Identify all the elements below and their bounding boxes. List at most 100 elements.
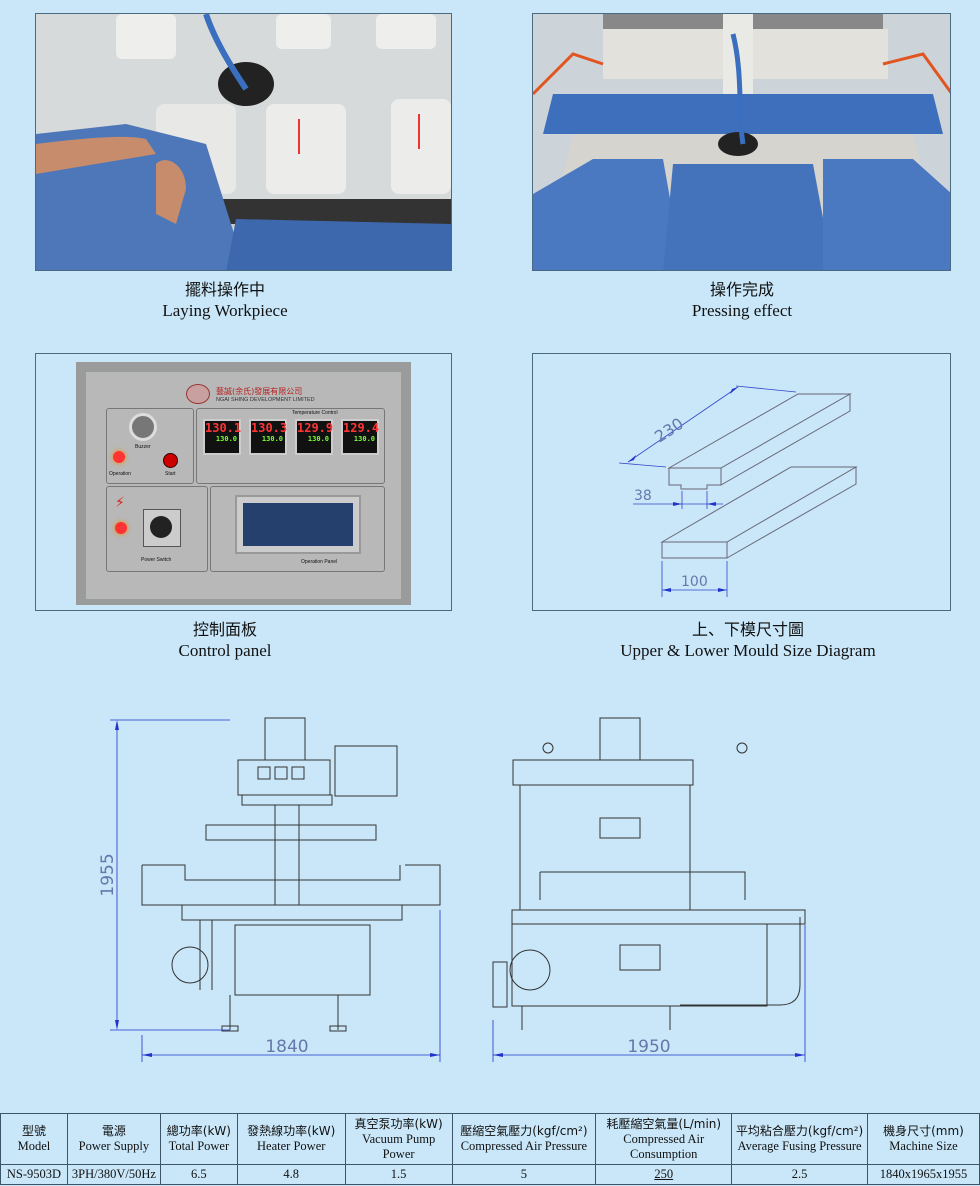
cell-total-power: 6.5 bbox=[159, 1164, 238, 1185]
caption-en: Pressing effect bbox=[691, 301, 793, 320]
sv-value: 130.0 bbox=[353, 435, 375, 443]
header-fusing-pressure: 平均粘合壓力(kgf/cm²)Average Fusing Pressure bbox=[731, 1113, 868, 1165]
control-panel-housing: 藝誠(余氏)發展有限公司 NGAI SHING DEVELOPMENT LIMI… bbox=[76, 362, 411, 605]
operation-label: Operation bbox=[109, 471, 131, 477]
company-name-zh: 藝誠(余氏)發展有限公司 bbox=[216, 387, 303, 396]
cell-heater-power: 4.8 bbox=[236, 1164, 346, 1185]
table-row: NS-9503D 3PH/380V/50Hz 6.5 4.8 1.5 5 250… bbox=[0, 1164, 980, 1185]
header-zh: 發熱線功率(kW) bbox=[247, 1124, 336, 1138]
caption-zh: 操作完成 bbox=[709, 280, 774, 299]
front-view bbox=[141, 717, 441, 1032]
sv-value: 130.0 bbox=[215, 435, 237, 443]
temperature-control-section: Temperature Control 130.1 130.0 130.3 13… bbox=[196, 408, 385, 484]
header-zh: 電源 bbox=[101, 1124, 126, 1138]
power-switch-label: Power Switch bbox=[141, 557, 172, 563]
operation-lamp-icon bbox=[113, 451, 125, 463]
sv-value: 130.0 bbox=[307, 435, 329, 443]
laying-workpiece-image bbox=[36, 14, 451, 270]
front-width-dimension: 1840 bbox=[265, 1037, 308, 1057]
pv-value: 129.4 bbox=[343, 421, 380, 435]
header-en: Machine Size bbox=[889, 1139, 958, 1153]
buzzer-section: Buzzer Operation Start bbox=[106, 408, 194, 484]
header-en: Vacuum Pump Power bbox=[361, 1131, 436, 1161]
length-dimension: 230 bbox=[651, 414, 687, 447]
header-zh: 型號 bbox=[21, 1124, 46, 1138]
control-panel-plate: 藝誠(余氏)發展有限公司 NGAI SHING DEVELOPMENT LIMI… bbox=[86, 372, 401, 599]
pv-value: 130.1 bbox=[205, 421, 242, 435]
machine-technical-drawing: 1955 1840 1950 bbox=[98, 717, 806, 1062]
start-label: Start bbox=[165, 471, 176, 477]
pv-value: 130.3 bbox=[251, 421, 288, 435]
groove-dimension: 38 bbox=[634, 488, 652, 504]
header-zh: 壓縮空氣壓力(kgf/cm²) bbox=[460, 1124, 588, 1138]
header-en: Average Fusing Pressure bbox=[737, 1139, 862, 1153]
header-air-pressure: 壓縮空氣壓力(kgf/cm²)Compressed Air Pressure bbox=[451, 1113, 597, 1165]
mould-size-diagram: 230 38 100 bbox=[532, 353, 951, 611]
sv-value: 130.0 bbox=[261, 435, 283, 443]
header-en: Total Power bbox=[168, 1139, 230, 1153]
temperature-control-label: Temperature Control bbox=[292, 410, 338, 416]
start-button[interactable] bbox=[163, 453, 178, 468]
company-name-en: NGAI SHING DEVELOPMENT LIMITED bbox=[216, 397, 315, 403]
cell-vacuum-pump-power: 1.5 bbox=[344, 1164, 453, 1185]
photo-pressing-effect bbox=[532, 13, 951, 271]
caption-pressing-effect: 操作完成 Pressing effect bbox=[532, 279, 952, 321]
caption-laying-workpiece: 擺料操作中 Laying Workpiece bbox=[15, 279, 435, 321]
header-zh: 平均粘合壓力(kgf/cm²) bbox=[735, 1124, 864, 1138]
height-dimension: 1955 bbox=[98, 853, 118, 896]
header-air-consumption: 耗壓縮空氣量(L/min)Compressed Air Consumption bbox=[595, 1113, 733, 1165]
mould-diagram-svg: 230 38 100 bbox=[618, 385, 858, 597]
upper-mould-top bbox=[667, 393, 852, 469]
temperature-display-1: 130.1 130.0 bbox=[203, 419, 241, 455]
power-lamp-icon bbox=[115, 522, 127, 534]
air-consumption-value: 250 bbox=[654, 1167, 674, 1181]
pv-value: 129.9 bbox=[297, 421, 334, 435]
cell-air-pressure: 5 bbox=[451, 1164, 597, 1185]
buzzer-icon bbox=[129, 413, 157, 441]
photo-laying-workpiece bbox=[35, 13, 452, 271]
side-width-dimension: 1950 bbox=[627, 1037, 670, 1057]
cell-fusing-pressure: 2.5 bbox=[731, 1164, 868, 1185]
hmi-touchscreen[interactable] bbox=[235, 495, 361, 554]
company-logo bbox=[186, 384, 210, 404]
lightning-icon: ⚡ bbox=[115, 495, 125, 511]
header-en: Model bbox=[17, 1139, 51, 1153]
caption-en: Laying Workpiece bbox=[162, 301, 288, 320]
header-en: Compressed Air Consumption bbox=[623, 1131, 705, 1161]
header-zh: 耗壓縮空氣量(L/min) bbox=[606, 1116, 722, 1131]
temperature-display-3: 129.9 130.0 bbox=[295, 419, 333, 455]
width-dimension: 100 bbox=[681, 574, 708, 590]
cell-machine-size: 1840x1965x1955 bbox=[866, 1164, 980, 1185]
header-zh: 真空泵功率(kW) bbox=[354, 1116, 443, 1131]
caption-zh: 擺料操作中 bbox=[184, 280, 265, 299]
power-switch-knob[interactable] bbox=[143, 509, 181, 547]
caption-zh: 上、下模尺寸圖 bbox=[691, 620, 804, 639]
cell-air-consumption: 250 bbox=[595, 1164, 733, 1185]
header-zh: 機身尺寸(mm) bbox=[883, 1124, 964, 1138]
header-total-power: 總功率(kW)Total Power bbox=[159, 1113, 238, 1165]
cell-power-supply: 3PH/380V/50Hz bbox=[66, 1164, 161, 1185]
buzzer-label: Buzzer bbox=[135, 444, 151, 450]
caption-zh: 控制面板 bbox=[192, 620, 257, 639]
header-en: Heater Power bbox=[257, 1139, 326, 1153]
header-heater-power: 發熱線功率(kW)Heater Power bbox=[236, 1113, 346, 1165]
temperature-display-4: 129.4 130.0 bbox=[341, 419, 379, 455]
header-en: Compressed Air Pressure bbox=[460, 1139, 588, 1153]
operation-panel-label: Operation Panel bbox=[301, 559, 338, 565]
temperature-display-2: 130.3 130.0 bbox=[249, 419, 287, 455]
header-en: Power Supply bbox=[78, 1139, 150, 1153]
caption-control-panel: 控制面板 Control panel bbox=[15, 619, 435, 661]
side-view bbox=[492, 717, 806, 1030]
pressing-effect-image bbox=[533, 14, 950, 270]
header-zh: 總功率(kW) bbox=[166, 1124, 231, 1138]
header-vacuum-pump-power: 真空泵功率(kW)Vacuum Pump Power bbox=[344, 1113, 453, 1165]
caption-en: Control panel bbox=[178, 641, 272, 660]
lower-mould-top bbox=[660, 466, 858, 543]
header-machine-size: 機身尺寸(mm)Machine Size bbox=[866, 1113, 980, 1165]
caption-en: Upper & Lower Mould Size Diagram bbox=[620, 641, 876, 660]
caption-mould-diagram: 上、下模尺寸圖 Upper & Lower Mould Size Diagram bbox=[538, 619, 958, 661]
